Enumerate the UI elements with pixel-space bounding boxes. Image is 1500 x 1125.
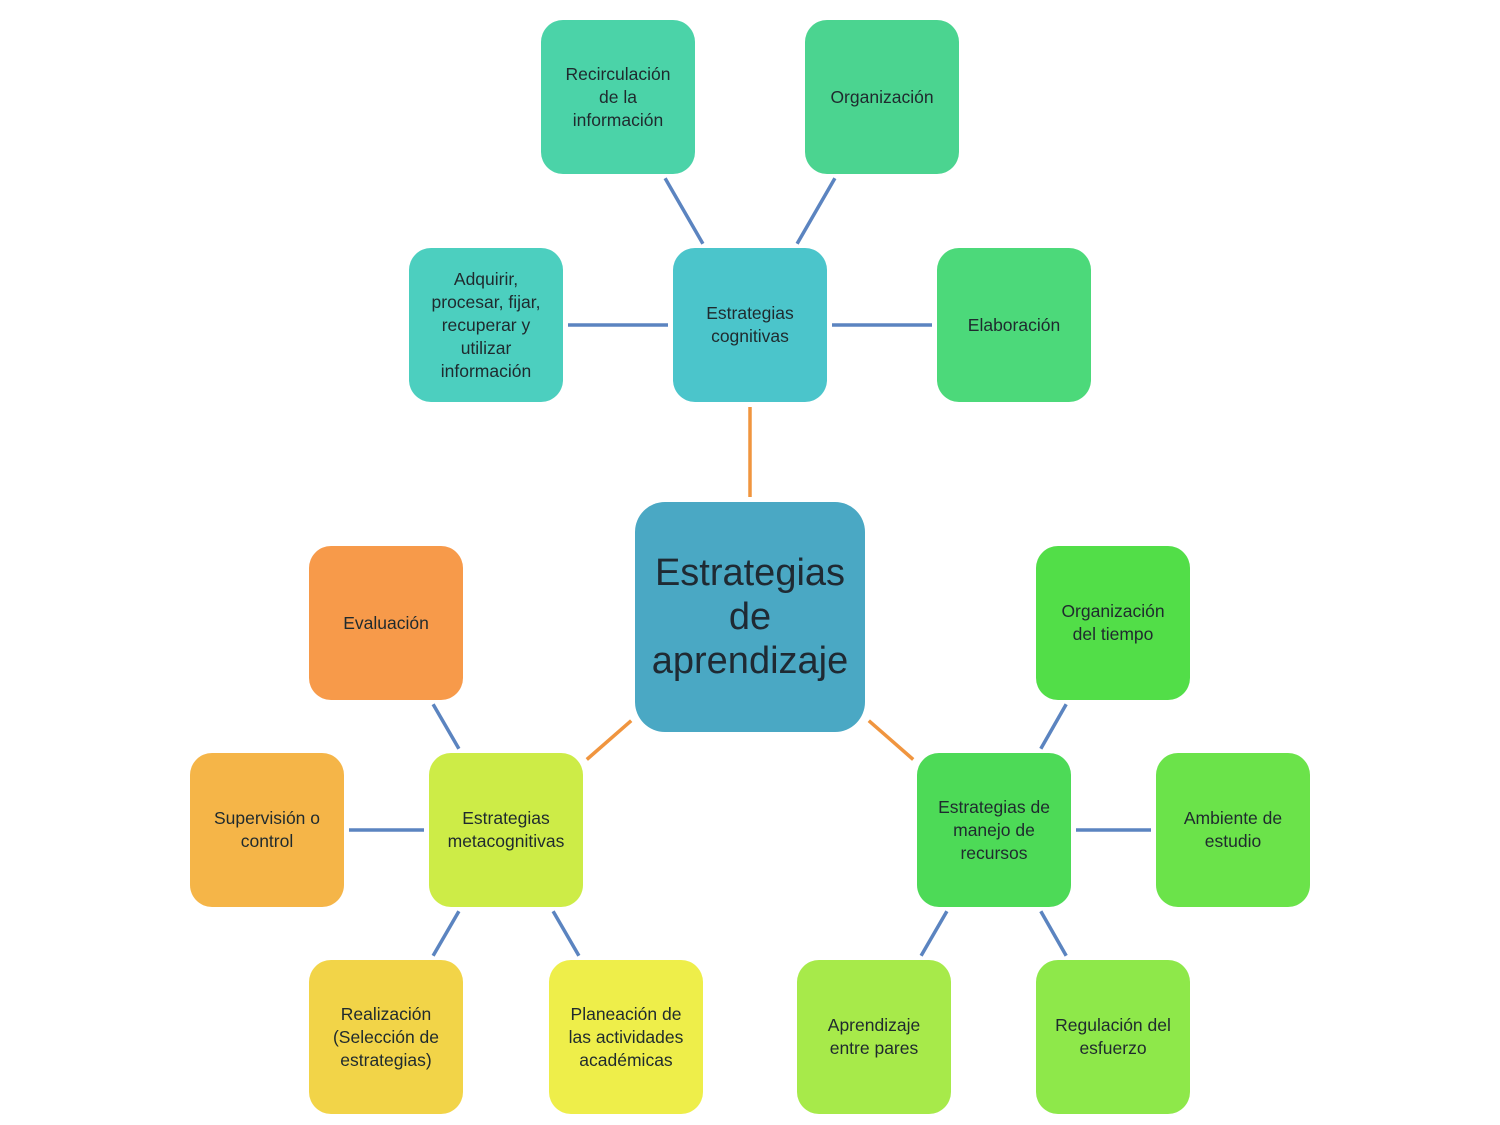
node-tiempo: Organización del tiempo [1036, 546, 1190, 700]
link-metacognitivas-evaluacion [431, 703, 461, 750]
node-planeacion: Planeación de las actividades académicas [549, 960, 703, 1114]
node-cognitivas: Estrategias cognitivas [673, 248, 827, 402]
node-adquirir: Adquirir, procesar, fijar, recuperar y u… [409, 248, 563, 402]
node-evaluacion: Evaluación [309, 546, 463, 700]
link-center-metacognitivas [585, 719, 633, 761]
node-recirculacion: Recirculación de la información [541, 20, 695, 174]
node-elaboracion: Elaboración [937, 248, 1091, 402]
link-cognitivas-organizacion [795, 177, 837, 245]
link-recursos-regulacion [1039, 910, 1068, 957]
node-realizacion: Realización (Selección de estrategias) [309, 960, 463, 1114]
link-center-recursos [867, 719, 915, 761]
node-pares: Aprendizaje entre pares [797, 960, 951, 1114]
node-organizacion: Organización [805, 20, 959, 174]
link-recursos-tiempo [1039, 703, 1068, 750]
link-metacognitivas-planeacion [551, 910, 581, 957]
node-ambiente: Ambiente de estudio [1156, 753, 1310, 907]
node-regulacion: Regulación del esfuerzo [1036, 960, 1190, 1114]
link-recursos-pares [919, 910, 949, 957]
node-supervision: Supervisión o control [190, 753, 344, 907]
node-metacognitivas: Estrategias metacognitivas [429, 753, 583, 907]
node-center: Estrategias de aprendizaje [635, 502, 865, 732]
link-metacognitivas-realizacion [431, 910, 461, 957]
link-cognitivas-recirculacion [663, 177, 705, 245]
node-recursos: Estrategias de manejo de recursos [917, 753, 1071, 907]
